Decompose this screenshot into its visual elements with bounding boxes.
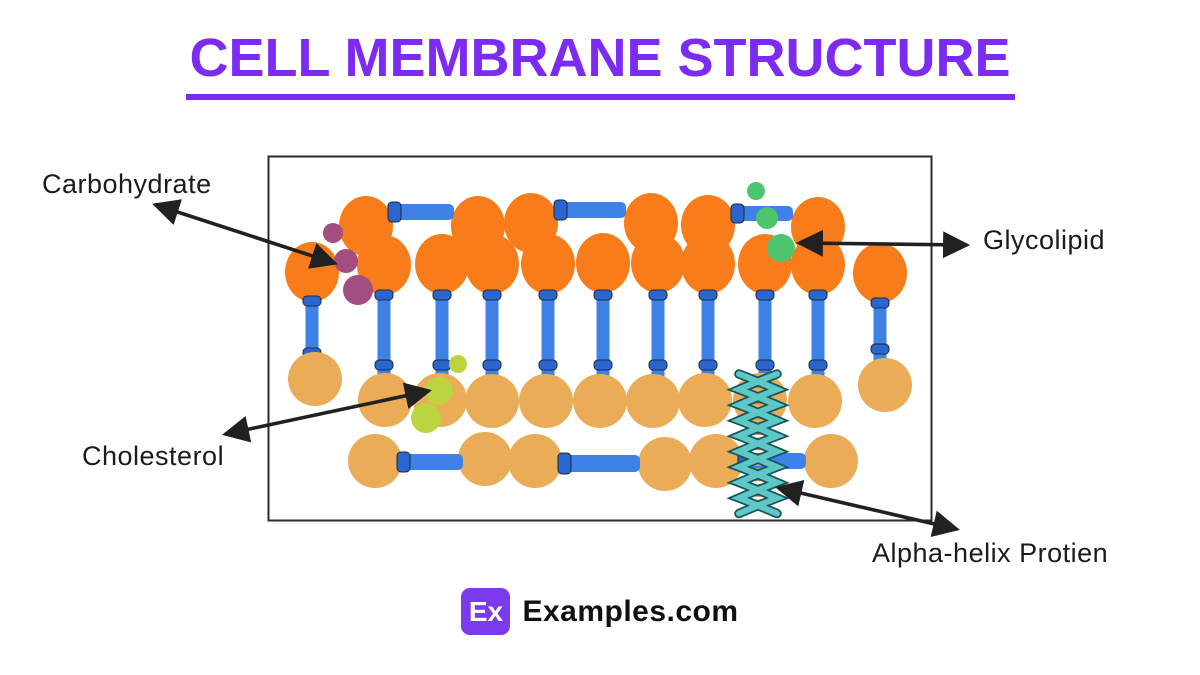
cholesterol-label: Cholesterol [82, 441, 225, 471]
title-text: CELL MEMBRANE STRUCTURE [185, 28, 1015, 100]
page-title: CELL MEMBRANE STRUCTURE [0, 28, 1200, 100]
bottom-lipid-row [348, 432, 858, 491]
glycolipid-label: Glycolipid [983, 225, 1106, 255]
alpha-helix-graphic [726, 369, 790, 519]
alpha-helix-arrow [775, 480, 960, 537]
brand-badge-icon: Ex [461, 588, 511, 635]
callout-arrows [152, 199, 971, 537]
footer-brand: Ex Examples.com [0, 588, 1200, 635]
cholesterol-arrow [222, 382, 432, 443]
carbohydrate-label: Carbohydrate [42, 169, 212, 199]
glycolipid-arrow [795, 229, 971, 259]
upper-leaflet-tails [302, 289, 890, 378]
glycolipid-dots [747, 182, 795, 262]
alpha-helix-protein-label: Alpha-helix Protien [872, 538, 1109, 568]
brand-name: Examples.com [522, 594, 739, 628]
carbohydrate-arrow [152, 199, 338, 269]
helix-strands [726, 369, 790, 519]
